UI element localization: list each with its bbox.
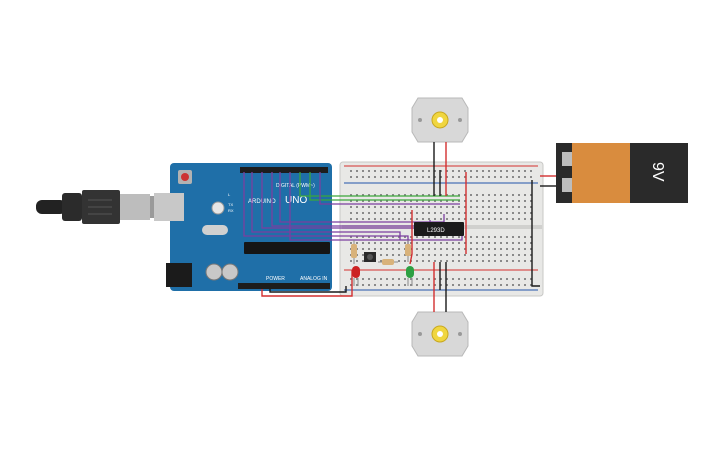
- battery-9v: 9V: [556, 143, 688, 203]
- resistor: [405, 240, 411, 262]
- led-green: [406, 266, 414, 286]
- power-jack: [166, 263, 192, 287]
- rx-label: RX: [228, 208, 234, 213]
- tx-label: TX: [228, 202, 233, 207]
- usb-port: [154, 193, 184, 221]
- power-analog-header: [238, 283, 330, 289]
- l-label: L: [228, 192, 231, 197]
- resistor: [378, 259, 398, 265]
- dc-motor-bottom: [411, 262, 469, 357]
- ic-label: L293D: [427, 228, 445, 234]
- analog-label: ANALOG IN: [300, 276, 328, 282]
- l293d-ic: L293D: [414, 222, 464, 236]
- battery-label: 9V: [649, 162, 666, 182]
- power-label: POWER: [266, 276, 285, 282]
- atmega-chip: [244, 242, 330, 254]
- arduino-uno-board: ARDUINO UNO DIGITAL (PWM~) POWER ANALOG …: [154, 163, 332, 291]
- pushbutton: [364, 252, 376, 262]
- digital-header: [240, 167, 328, 173]
- digital-label: DIGITAL (PWM~): [276, 183, 315, 189]
- led-red: [352, 266, 360, 286]
- resistor: [351, 240, 357, 264]
- power-wires: [261, 172, 556, 297]
- usb-cable: [36, 190, 156, 224]
- arduino-model: UNO: [285, 195, 307, 206]
- signal-wires: [243, 172, 463, 246]
- dc-motor-top: [411, 97, 469, 196]
